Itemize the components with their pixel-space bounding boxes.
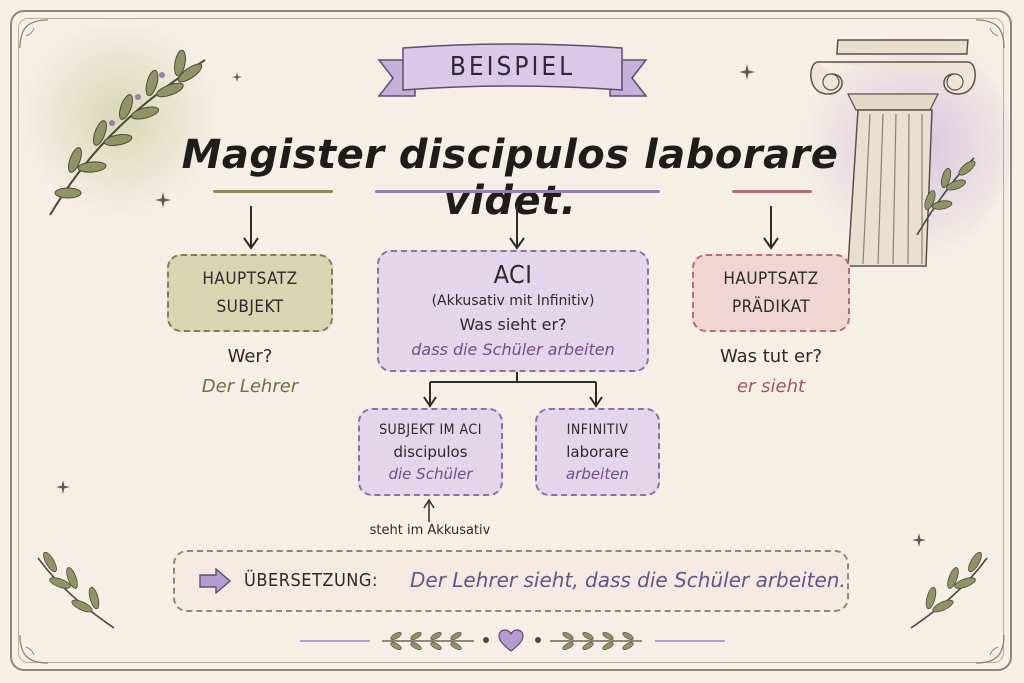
aci-answer: dass die Schüler arbeiten bbox=[411, 340, 615, 359]
outer-frame bbox=[10, 10, 1012, 671]
aci-subject-box: SUBJEKT IM ACI discipulos die Schüler bbox=[358, 408, 503, 496]
box-heading: SUBJEKT bbox=[216, 297, 284, 317]
arrow-up-icon bbox=[423, 498, 435, 522]
latin-word: laborare bbox=[566, 443, 629, 461]
laurel-branch-icon bbox=[910, 551, 988, 629]
sub-heading: INFINITIV bbox=[566, 422, 629, 438]
arrow-down-icon bbox=[509, 206, 525, 250]
aci-box: ACI (Akkusativ mit Infinitiv) Was sieht … bbox=[377, 250, 649, 372]
underline-subject bbox=[213, 190, 333, 193]
banner-label: BEISPIEL bbox=[449, 52, 576, 82]
sparkle-icon bbox=[912, 533, 926, 547]
german-word: die Schüler bbox=[388, 465, 473, 483]
corner-ornament-icon bbox=[19, 634, 49, 664]
branch-connector bbox=[423, 372, 603, 408]
corner-ornament-icon bbox=[975, 19, 1005, 49]
divider-dot bbox=[483, 637, 489, 643]
divider-line bbox=[655, 640, 725, 642]
sparkle-icon bbox=[56, 480, 70, 494]
answer-teacher: Der Lehrer bbox=[201, 376, 299, 397]
sparkle-icon bbox=[739, 64, 755, 80]
sub-heading: SUBJEKT IM ACI bbox=[379, 422, 482, 438]
german-word: arbeiten bbox=[566, 465, 629, 483]
question-who: Wer? bbox=[227, 346, 273, 367]
divider-dot bbox=[535, 637, 541, 643]
aci-subtitle: (Akkusativ mit Infinitiv) bbox=[431, 293, 595, 309]
aci-question: Was sieht er? bbox=[459, 315, 567, 334]
infinitive-box: INFINITIV laborare arbeiten bbox=[535, 408, 660, 496]
aci-title: ACI bbox=[493, 260, 533, 289]
main-clause-predicate-box: HAUPTSATZ PRÄDIKAT bbox=[692, 254, 850, 332]
underline-predicate bbox=[732, 190, 812, 193]
latin-word: discipulos bbox=[393, 443, 468, 461]
box-heading: HAUPTSATZ bbox=[723, 269, 819, 289]
box-heading: PRÄDIKAT bbox=[731, 297, 811, 317]
translation-label: ÜBERSETZUNG: bbox=[244, 570, 378, 591]
accusative-note: steht im Akkusativ bbox=[369, 523, 491, 538]
laurel-divider-icon bbox=[550, 632, 642, 650]
sparkle-icon bbox=[155, 192, 171, 208]
corner-ornament-icon bbox=[19, 19, 49, 49]
heart-icon bbox=[498, 629, 524, 652]
arrow-right-icon bbox=[199, 568, 232, 594]
main-clause-subject-box: HAUPTSATZ SUBJEKT bbox=[167, 254, 333, 332]
laurel-branch-icon bbox=[37, 551, 115, 629]
box-heading: HAUPTSATZ bbox=[202, 269, 298, 289]
translation-text: Der Lehrer sieht, dass die Schüler arbei… bbox=[410, 568, 846, 592]
inner-frame bbox=[18, 18, 1004, 663]
corner-ornament-icon bbox=[975, 634, 1005, 664]
translation-box bbox=[173, 550, 849, 612]
sparkle-icon bbox=[232, 72, 242, 82]
laurel-branch-icon bbox=[916, 157, 976, 236]
banner-ribbon bbox=[377, 43, 648, 97]
example-sentence: Magister discipulos laborare videt. bbox=[181, 132, 839, 224]
laurel-branch-icon bbox=[49, 49, 206, 216]
ionic-column-icon bbox=[810, 39, 976, 267]
arrow-down-icon bbox=[763, 206, 779, 250]
underline-aci bbox=[375, 190, 660, 193]
divider-line bbox=[300, 640, 370, 642]
question-what: Was tut er? bbox=[719, 346, 823, 367]
arrow-down-icon bbox=[243, 206, 259, 250]
answer-he-sees: er sieht bbox=[736, 376, 806, 397]
laurel-divider-icon bbox=[382, 632, 474, 650]
